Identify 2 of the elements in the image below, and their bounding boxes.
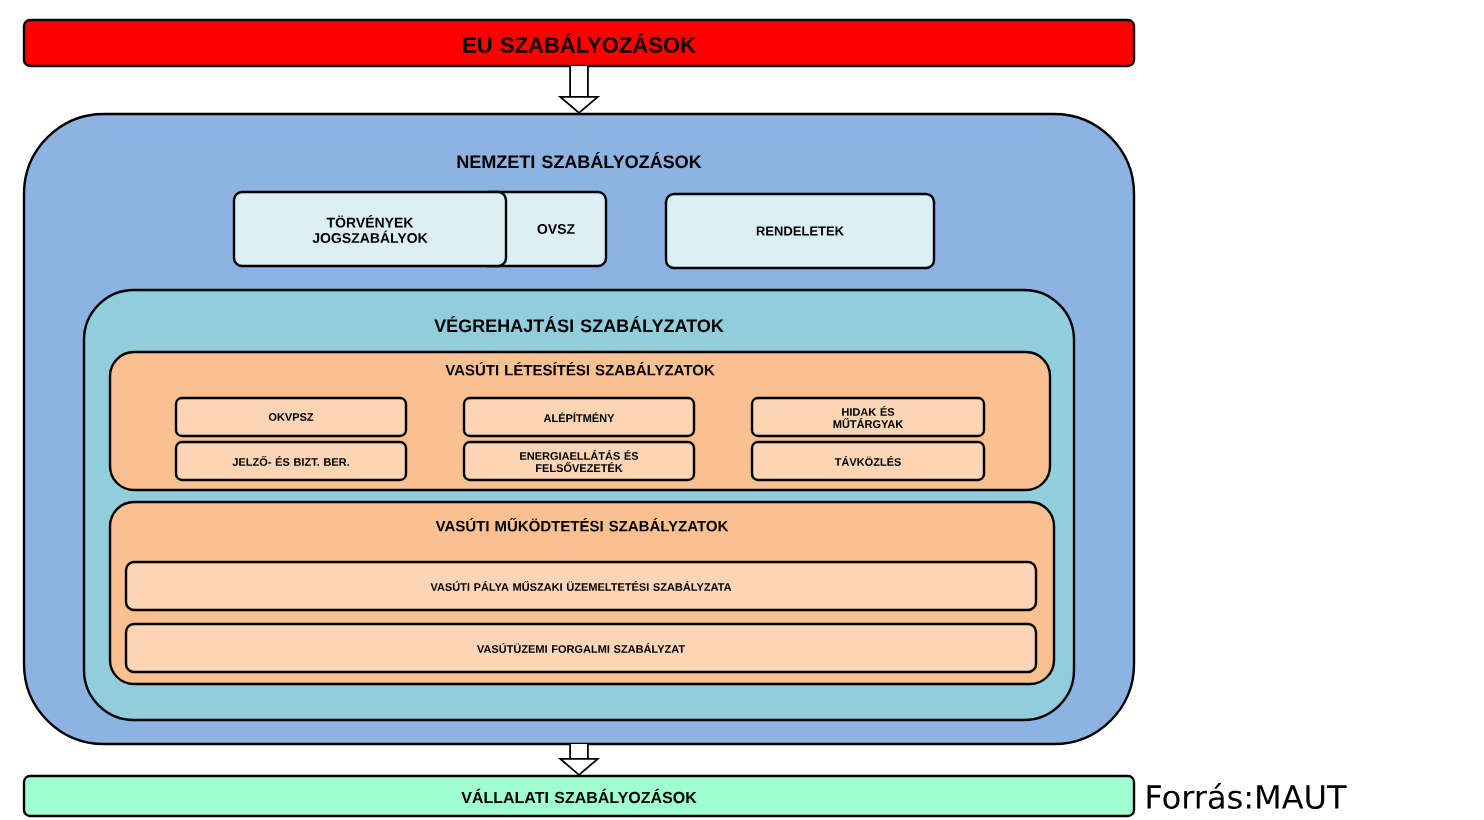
banner-box: VÁLLALATI SZABÁLYOZÁSOK <box>22 774 1136 818</box>
banner-box: EU SZABÁLYOZÁSOK <box>22 18 1136 68</box>
